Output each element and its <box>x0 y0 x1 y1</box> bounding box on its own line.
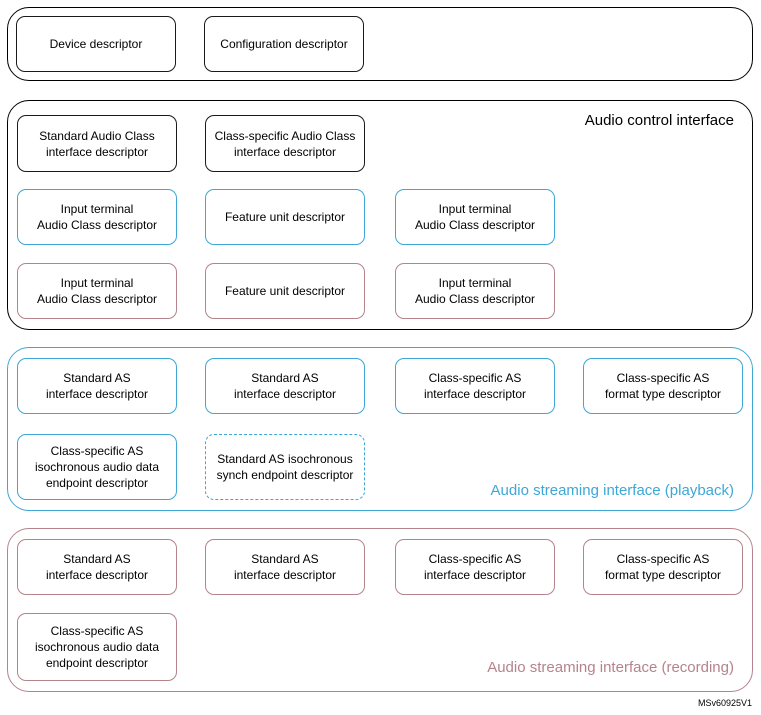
input-terminal-box-3: Input terminal Audio Class descriptor <box>17 263 177 319</box>
recording-standard-as-box-1: Standard AS interface descriptor <box>17 539 177 595</box>
recording-title: Audio streaming interface (recording) <box>487 659 734 676</box>
playback-class-specific-as-interface-box: Class-specific AS interface descriptor <box>395 358 555 414</box>
input-terminal-box-1: Input terminal Audio Class descriptor <box>17 189 177 245</box>
recording-standard-as-box-2: Standard AS interface descriptor <box>205 539 365 595</box>
playback-standard-as-box-2: Standard AS interface descriptor <box>205 358 365 414</box>
playback-standard-as-synch-endpoint-box: Standard AS isochronous synch endpoint d… <box>205 434 365 500</box>
recording-class-specific-as-format-box: Class-specific AS format type descriptor <box>583 539 743 595</box>
recording-class-specific-as-interface-box: Class-specific AS interface descriptor <box>395 539 555 595</box>
recording-group: Audio streaming interface (recording) St… <box>7 528 753 692</box>
playback-standard-as-box-1: Standard AS interface descriptor <box>17 358 177 414</box>
configuration-descriptor-box: Configuration descriptor <box>204 16 364 72</box>
playback-title: Audio streaming interface (playback) <box>490 482 734 499</box>
standard-ac-interface-box: Standard Audio Class interface descripto… <box>17 115 177 172</box>
feature-unit-box-1: Feature unit descriptor <box>205 189 365 245</box>
feature-unit-box-2: Feature unit descriptor <box>205 263 365 319</box>
playback-class-specific-as-format-box: Class-specific AS format type descriptor <box>583 358 743 414</box>
audio-control-group: Audio control interface Standard Audio C… <box>7 100 753 330</box>
device-descriptor-box: Device descriptor <box>16 16 176 72</box>
figure-id-label: MSv60925V1 <box>697 698 752 708</box>
playback-group: Audio streaming interface (playback) Sta… <box>7 347 753 511</box>
input-terminal-box-4: Input terminal Audio Class descriptor <box>395 263 555 319</box>
input-terminal-box-2: Input terminal Audio Class descriptor <box>395 189 555 245</box>
audio-control-title: Audio control interface <box>584 112 734 129</box>
recording-class-specific-as-endpoint-box: Class-specific AS isochronous audio data… <box>17 613 177 681</box>
playback-class-specific-as-endpoint-box: Class-specific AS isochronous audio data… <box>17 434 177 500</box>
device-group: Device descriptor Configuration descript… <box>7 7 753 81</box>
class-specific-ac-interface-box: Class-specific Audio Class interface des… <box>205 115 365 172</box>
